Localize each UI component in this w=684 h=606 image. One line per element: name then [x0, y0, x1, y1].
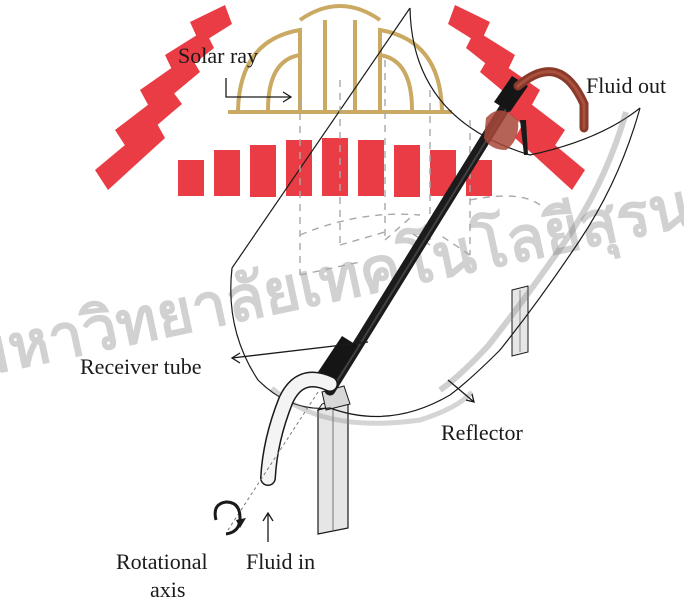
receiver-tube-label: Receiver tube [80, 354, 202, 379]
solar-ray-label: Solar ray [178, 43, 258, 68]
rotation-symbol-icon [215, 502, 246, 534]
fluid-out-label: Fluid out [586, 73, 666, 98]
rotational-axis-label-line2: axis [150, 577, 185, 602]
rotational-axis-label: Rotational [116, 549, 208, 574]
fluid-in-arrow [263, 513, 273, 542]
solar-ray-arrow [226, 78, 291, 102]
fluid-in-label: Fluid in [246, 549, 315, 574]
reflector-label: Reflector [441, 420, 524, 445]
